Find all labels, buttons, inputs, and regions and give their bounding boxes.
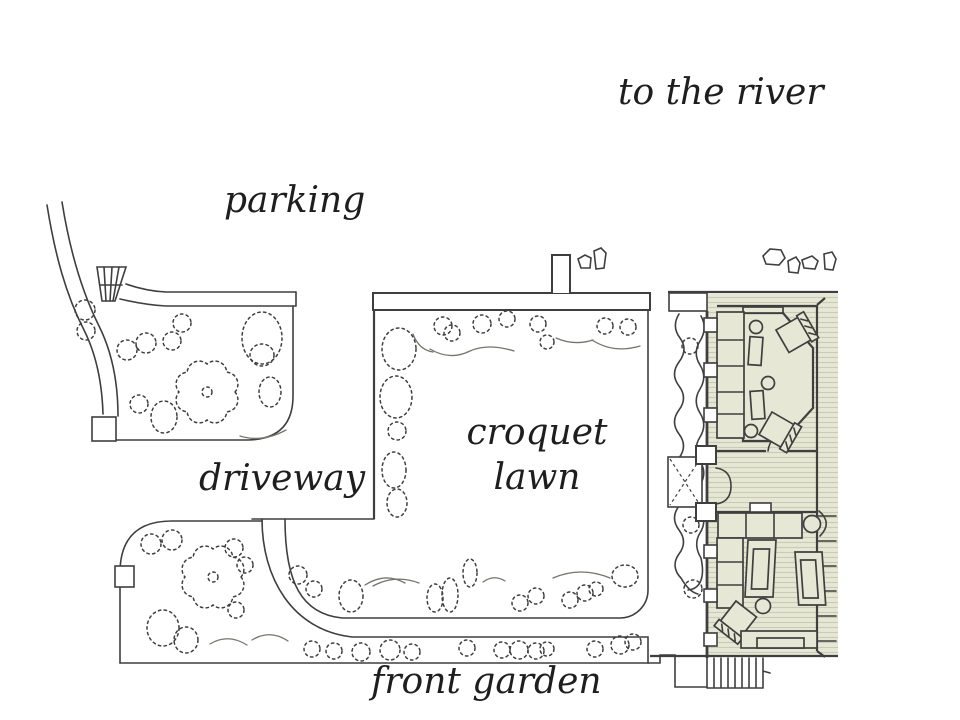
garden-wall [119,283,297,307]
side-table [747,335,764,367]
label-to-the-river: to the river [618,72,824,113]
gate-post [91,416,117,442]
house-floor-plan [650,290,838,658]
gate-post [114,565,135,588]
stepping-stones [577,247,837,274]
round-table [754,597,772,615]
entrance-porch [667,445,732,522]
table [794,551,827,606]
porch-pillar [695,502,717,522]
corner-sofa [717,512,803,539]
front-path [261,518,649,664]
round-table [760,375,776,391]
round-table [743,423,759,439]
sitting-room [703,304,820,454]
round-table [748,319,764,335]
front-garden-bed [114,518,649,664]
croquet-lawn-wall [251,254,651,619]
sofa [716,537,744,609]
round-table [802,514,822,534]
side-table [749,389,766,421]
label-croquet-lawn: croquet lawn [466,412,608,498]
double-door [715,467,732,505]
table [744,539,777,598]
lane [46,201,119,417]
entrance-gate [96,266,128,302]
croquet-lawn-planting [288,310,641,613]
chimney [551,254,571,293]
garden-steps [647,654,771,689]
sofa [716,311,745,439]
parking-shrub-bed [74,299,294,442]
label-front-garden: front garden [371,661,602,702]
flowering-tree [181,545,245,609]
porch-pillar [695,445,717,465]
label-driveway: driveway [199,458,366,499]
lounge [703,502,828,649]
label-parking: parking [224,180,366,221]
flowering-tree [175,360,239,424]
